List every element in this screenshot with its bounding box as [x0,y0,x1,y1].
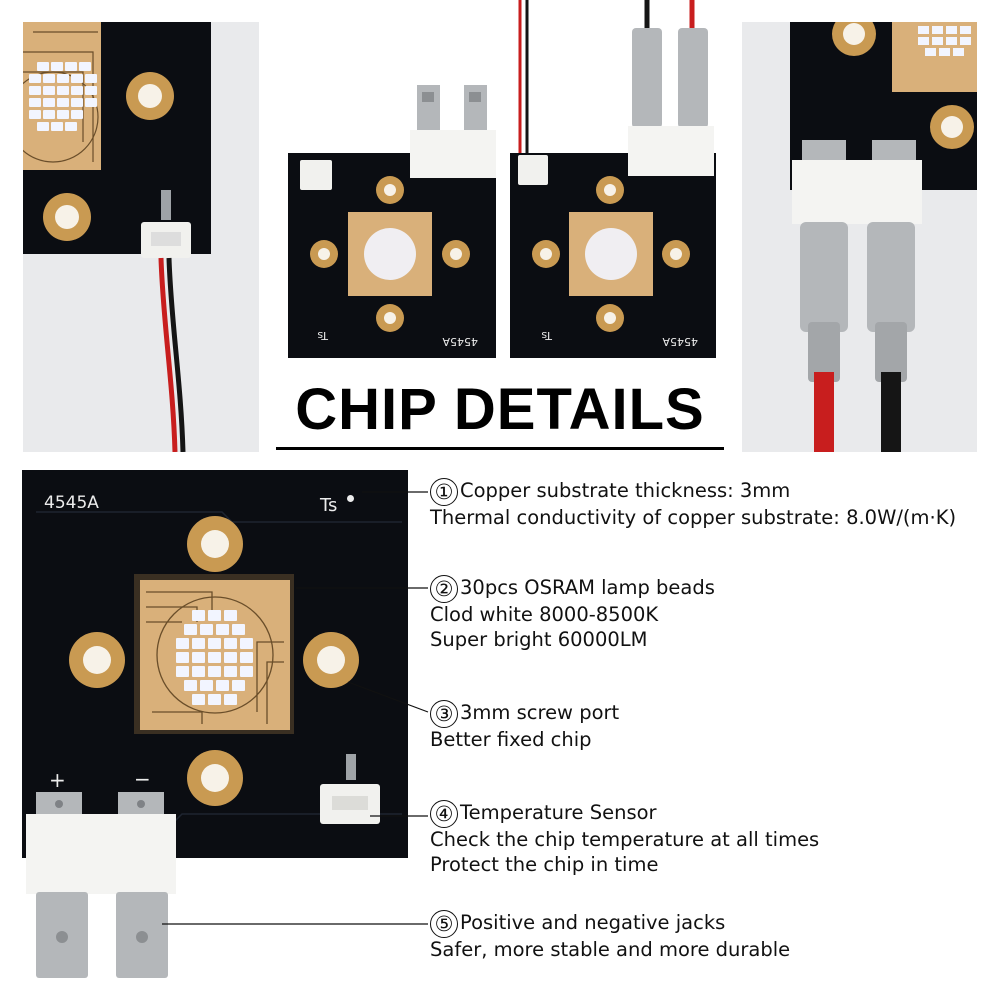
closeup-right-image [790,22,977,452]
sensor-dot-icon [347,495,354,502]
terminal-jacks [26,792,176,978]
annotation-line: Better fixed chip [430,728,592,751]
screw-port-icon [69,516,359,806]
leader-line-3 [347,681,429,713]
annotation-number: ⑤ [430,910,458,938]
annotation-heading: Temperature Sensor [460,801,657,824]
annotation-line: Super bright 60000LM [430,627,648,651]
svg-text:4545A: 4545A [662,335,698,348]
annotation-heading: 30pcs OSRAM lamp beads [460,576,715,599]
svg-text:4545A: 4545A [442,335,478,348]
board-model-label: 4545A [44,493,99,513]
title-underline [276,447,724,450]
photo-closeup-right [742,22,977,452]
photo-main-board: 4545A Ts + − [22,462,412,990]
annotation-line: Check the chip temperature at all times [430,828,820,851]
svg-text:Ts: Ts [541,329,553,342]
sensor-mark-label: Ts [320,495,338,516]
annotation-line: Thermal conductivity of copper substrate… [430,506,957,529]
board-small-a: Ts 4545A [288,85,496,358]
annotation-number: ① [430,478,458,506]
board-small-b: Ts 4545A [510,0,716,358]
led-array-icon [29,62,97,131]
led-array-icon [176,610,253,705]
annotation-heading: Copper substrate thickness: 3mm [460,479,791,502]
annotation-number: ③ [430,700,458,728]
annotation-number: ② [430,575,458,603]
annotation-line: Protect the chip in time [430,852,659,876]
page-title: CHIP DETAILS [295,377,705,442]
photo-two-boards: Ts 4545A Ts 4545A [262,0,740,375]
two-boards-image: Ts 4545A Ts 4545A [288,0,716,358]
svg-text:Ts: Ts [317,329,329,342]
minus-label: − [134,767,151,791]
closeup-left-image [23,22,211,452]
plus-label: + [49,768,66,792]
annotation-line: Safer, more stable and more durable [430,938,791,961]
annotation-heading: Positive and negative jacks [460,911,726,934]
photo-closeup-left [23,22,259,452]
annotation-number: ④ [430,800,458,828]
annotation-line: Clod white 8000-8500K [430,603,659,626]
main-board-image [22,470,408,978]
annotation-heading: 3mm screw port [460,701,620,724]
